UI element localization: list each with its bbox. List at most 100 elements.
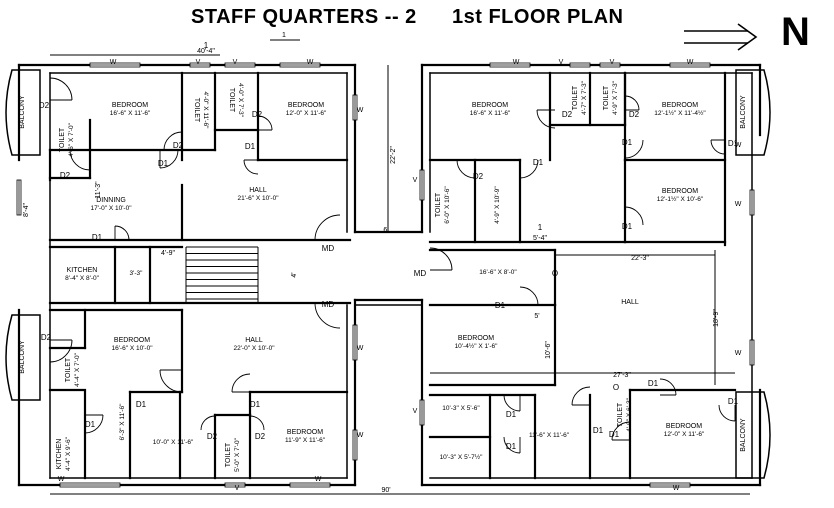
- room-size: 4'-4" X 7'-0": [74, 352, 81, 387]
- balcony-label: BALCONY: [740, 95, 747, 129]
- dimension-label: 10'-6": [545, 341, 552, 359]
- window-tag: W: [735, 142, 742, 149]
- room-name: HALL: [621, 299, 639, 306]
- room-name: TOILET: [572, 85, 579, 110]
- door-swing: [314, 214, 341, 241]
- window-tag: V: [233, 59, 238, 66]
- door-tag: D1: [728, 397, 739, 406]
- door-swing: [503, 436, 521, 454]
- door-tag: D2: [60, 171, 71, 180]
- room-size: 12'-0" X 11'-6": [286, 110, 327, 117]
- door-tag: D2: [255, 432, 266, 441]
- dimension-mark: 1: [204, 41, 209, 50]
- door-swing: [49, 77, 73, 101]
- dimension-label: 18'-9": [713, 309, 720, 327]
- door-swing: [624, 206, 644, 226]
- door-tag: D1: [495, 301, 506, 310]
- room-size: 11'-9" X 11'-6": [285, 437, 326, 444]
- room-size: 4'-9" X 7'-3": [612, 80, 619, 115]
- room-size: 22'-0" X 10'-0": [233, 345, 275, 352]
- room-name: BEDROOM: [114, 337, 150, 344]
- room-size: 12'-1½" X 10'-6": [657, 195, 704, 203]
- door-swing: [519, 286, 539, 306]
- room-size: 17'-0" X 10'-0": [90, 205, 132, 212]
- balcony-label: BALCONY: [19, 340, 26, 374]
- window-tag: V: [413, 408, 418, 415]
- window-tag: W: [735, 350, 742, 357]
- room-size: 8'-4" X 8'-0": [65, 275, 100, 282]
- door-tag: D1: [506, 410, 517, 419]
- room-size: 5'-0" X 7'-0": [234, 437, 241, 472]
- room-size: 16'-6" X 10'-0": [111, 345, 153, 352]
- door-swing: [519, 159, 539, 179]
- balcony: [5, 314, 41, 401]
- window-tag: W: [687, 59, 694, 66]
- door-tag: D1: [593, 426, 604, 435]
- room-name: TOILET: [603, 85, 610, 110]
- dimension-mark: 1: [538, 223, 543, 232]
- room-name: BEDROOM: [472, 102, 508, 109]
- room-name: TOILET: [435, 192, 442, 217]
- door-swing: [200, 415, 216, 431]
- door-tag: D1: [622, 222, 633, 231]
- door-tag: D1: [158, 159, 169, 168]
- door-tag: MD: [414, 269, 427, 278]
- door-swing: [159, 369, 183, 393]
- balcony: [735, 391, 771, 479]
- door-tag: D1: [506, 442, 517, 451]
- north-arrow-icon: [682, 22, 762, 57]
- door-tag: D1: [609, 430, 620, 439]
- dimension-label: 8'-4": [23, 203, 30, 217]
- room-name: TOILET: [59, 127, 66, 152]
- balcony: [735, 69, 771, 156]
- room-size: 16'-6" X 11'-6": [470, 110, 511, 117]
- door-tag: D2: [252, 110, 263, 119]
- door-swing: [49, 339, 73, 363]
- door-swing: [114, 225, 130, 241]
- room-size: 10'-3" X 5'-7½": [440, 453, 484, 461]
- door-swing: [710, 139, 726, 155]
- room-size: 4'-7" X 7'-3": [581, 80, 588, 115]
- door-tag: MD: [322, 244, 335, 253]
- room-name: BEDROOM: [288, 102, 324, 109]
- dimension-label: 11'-3": [95, 181, 102, 199]
- window-tag: W: [58, 476, 65, 483]
- room-name: DINNING: [96, 197, 126, 204]
- room-size: 10'-0" X 11'-6": [153, 439, 194, 446]
- room-name: BEDROOM: [662, 188, 698, 195]
- room-name: HALL: [249, 187, 267, 194]
- door-tag: D2: [39, 101, 50, 110]
- room-name: BEDROOM: [112, 102, 148, 109]
- door-tag: D2: [629, 110, 640, 119]
- room-name: BEDROOM: [662, 102, 698, 109]
- balcony-label: BALCONY: [19, 95, 26, 129]
- room-size: 4'-6" X 7'-0": [68, 122, 75, 157]
- dimension-label: 4': [291, 272, 298, 277]
- column-mark: O: [552, 269, 558, 278]
- door-tag: D1: [250, 400, 261, 409]
- balcony-label: BALCONY: [740, 418, 747, 452]
- door-tag: D1: [728, 139, 739, 148]
- window-tag: V: [196, 59, 201, 66]
- door-tag: D1: [648, 379, 659, 388]
- door-tag: D1: [92, 233, 103, 242]
- door-swing: [159, 149, 179, 169]
- door-swing: [536, 109, 556, 129]
- door-tag: D2: [173, 141, 184, 150]
- dimension-label: 5': [534, 313, 539, 320]
- door-swing: [163, 131, 183, 151]
- dimension-label: 22'-2": [390, 146, 397, 164]
- door-swing: [718, 404, 736, 422]
- room-size: 21'-6" X 10'-0": [237, 195, 279, 202]
- window-tag: V: [235, 485, 240, 492]
- room-name: TOILET: [617, 402, 624, 427]
- room-name: BEDROOM: [287, 429, 323, 436]
- door-tag: MD: [322, 300, 335, 309]
- room-name: TOILET: [193, 98, 200, 123]
- door-swing: [243, 159, 259, 175]
- room-size: 4'-0" X 7'-3": [237, 83, 244, 118]
- door-swing: [611, 421, 631, 441]
- door-swing: [503, 394, 521, 412]
- balcony: [5, 69, 41, 156]
- window-tag: V: [413, 177, 418, 184]
